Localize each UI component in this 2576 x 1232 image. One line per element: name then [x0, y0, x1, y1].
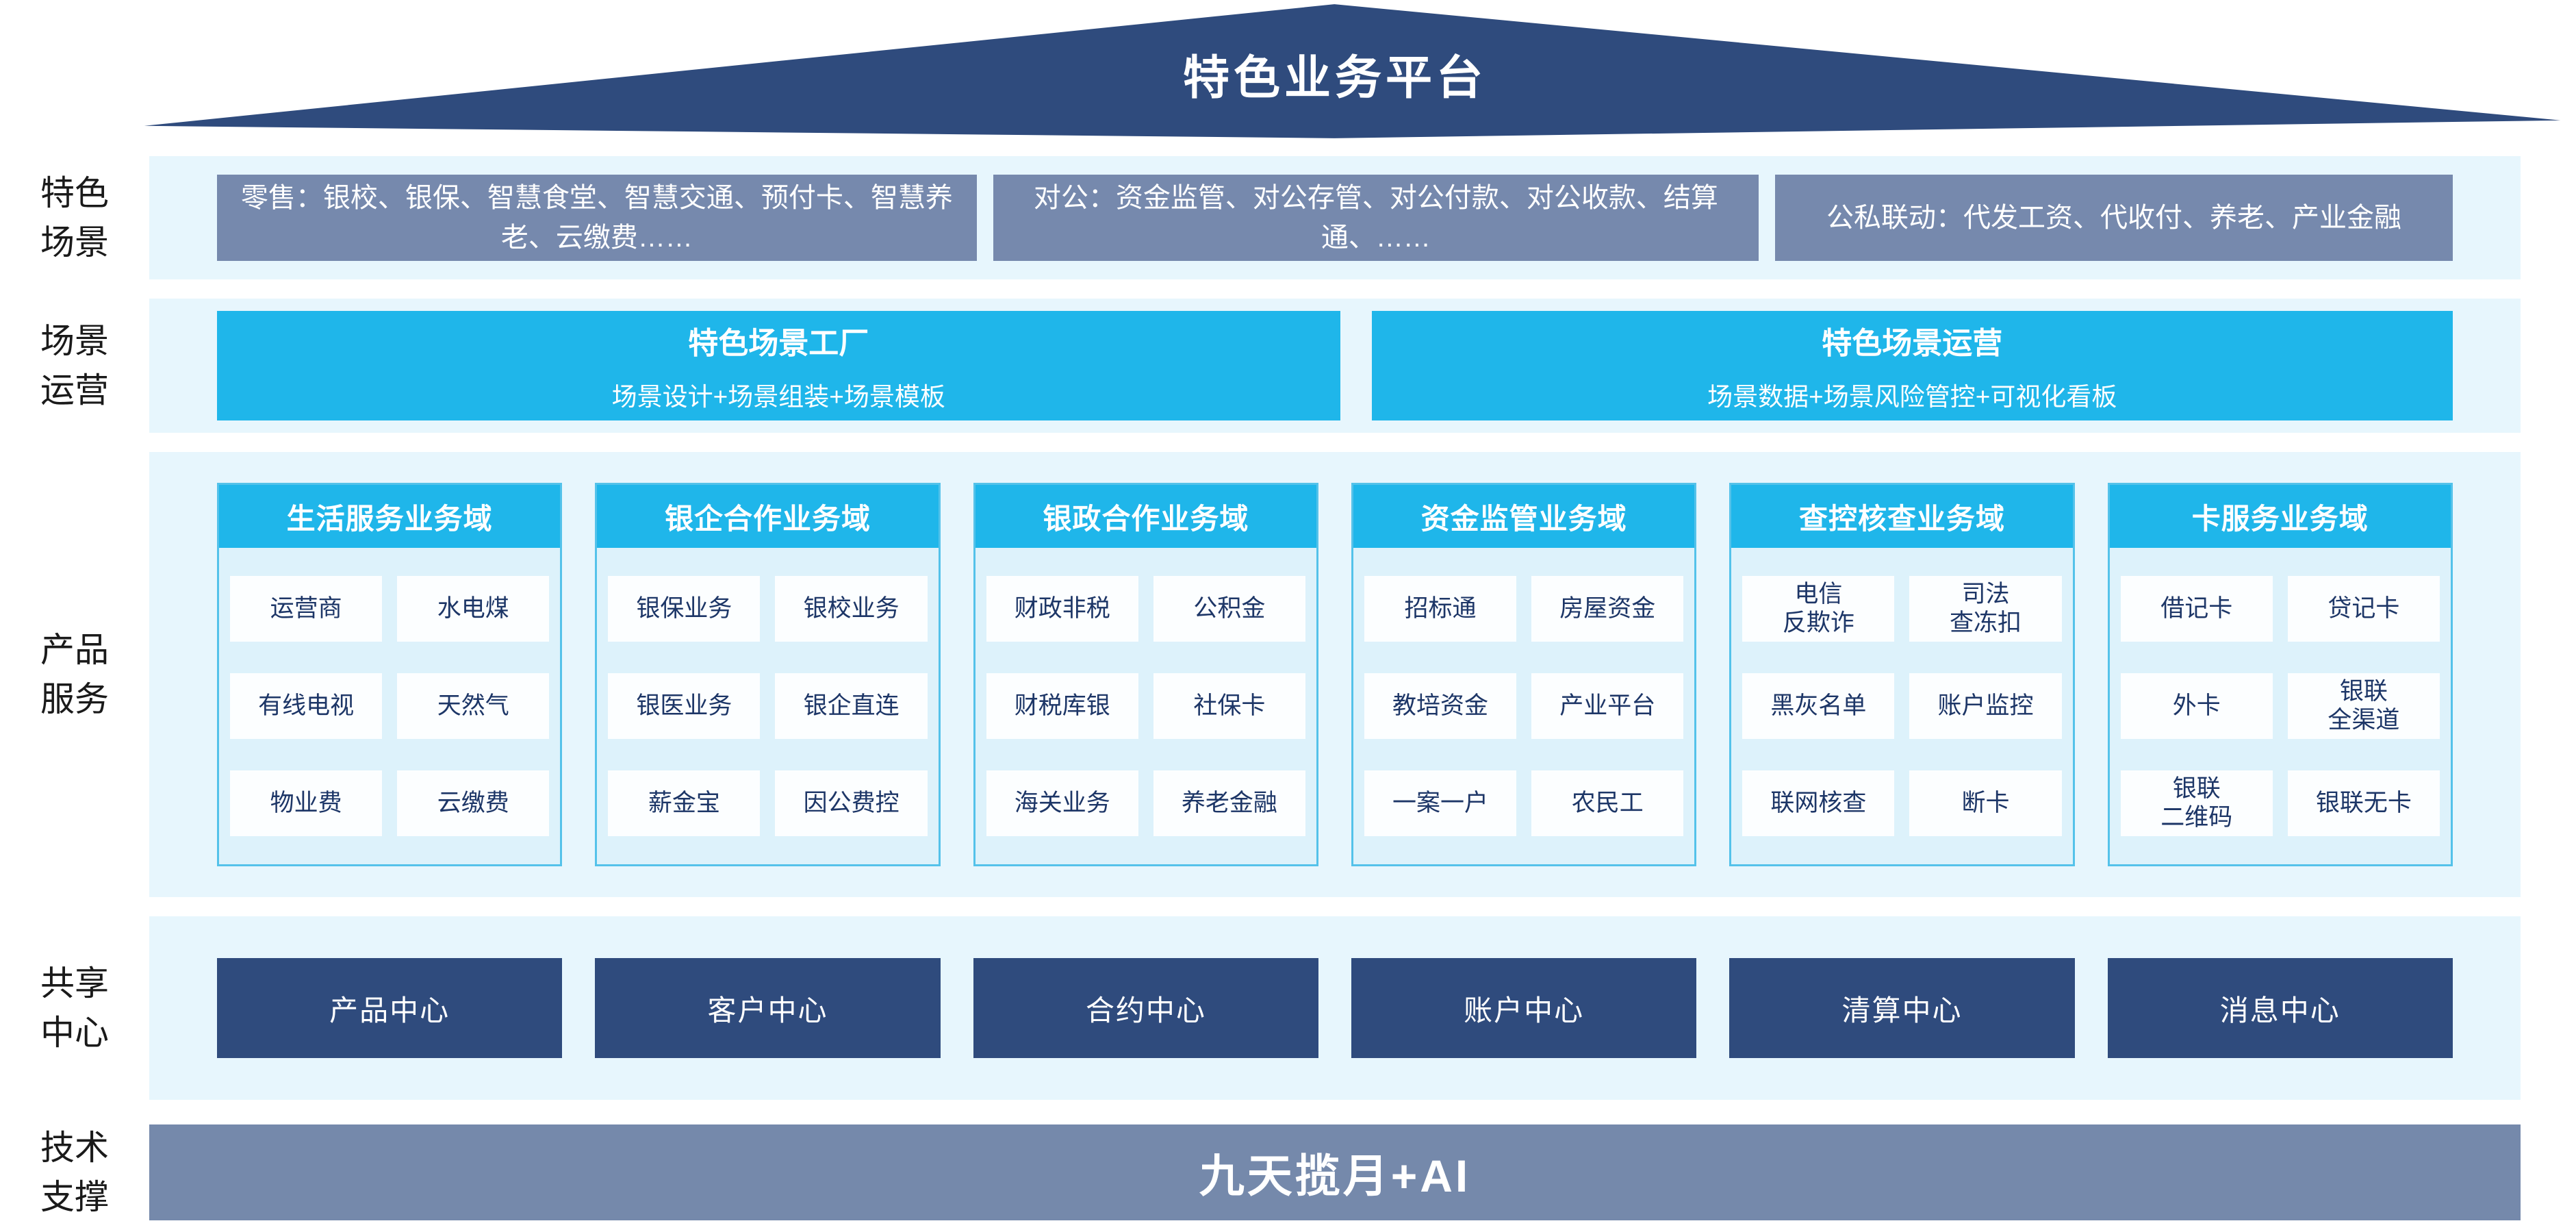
- domain-body: 银保业务 银校业务 银医业务 银企直连 薪金宝 因公费控: [597, 548, 938, 864]
- domain-header: 生活服务业务域: [219, 485, 561, 548]
- domain-body: 借记卡 贷记卡 外卡 银联 全渠道 银联 二维码 银联无卡: [2110, 548, 2451, 864]
- scene-box-retail: 零售：银校、银保、智慧食堂、智慧交通、预付卡、智慧养老、云缴费……: [217, 175, 977, 261]
- domain-item: 司法 查冻扣: [1909, 576, 2062, 642]
- domain-item: 财税库银: [986, 673, 1138, 739]
- scene-factory-box: 特色场景工厂 场景设计+场景组装+场景模板: [217, 311, 1340, 420]
- center-contract: 合约中心: [973, 958, 1318, 1058]
- domain-item: 电信 反欺诈: [1742, 576, 1895, 642]
- domain-item: 薪金宝: [608, 770, 761, 836]
- scene-box-linkage: 公私联动：代发工资、代收付、养老、产业金融: [1775, 175, 2453, 261]
- domain-item: 联网核查: [1742, 770, 1895, 836]
- domain-item: 银保业务: [608, 576, 761, 642]
- domain-item: 因公费控: [775, 770, 928, 836]
- domain-header: 卡服务业务域: [2109, 485, 2451, 548]
- row-label-operation: 场景 运营: [40, 321, 109, 410]
- domain-item: 一案一户: [1364, 770, 1517, 836]
- center-account: 账户中心: [1351, 958, 1697, 1058]
- row-label-tech: 技术 支撑: [40, 1128, 109, 1217]
- scene-factory-subtitle: 场景设计+场景组装+场景模板: [611, 383, 945, 411]
- scene-operation-subtitle: 场景数据+场景风险管控+可视化看板: [1707, 383, 2117, 411]
- domain-item: 社保卡: [1153, 673, 1305, 739]
- domain-item: 教培资金: [1364, 673, 1517, 739]
- domain-item: 外卡: [2120, 673, 2273, 739]
- domain-item: 银联 全渠道: [2287, 673, 2440, 739]
- domain-card-service: 卡服务业务域 借记卡 贷记卡 外卡 银联 全渠道 银联 二维码 银联无卡: [2107, 483, 2453, 866]
- domain-life-service: 生活服务业务域 运营商 水电煤 有线电视 天然气 物业费 云缴费: [217, 483, 563, 866]
- center-customer: 客户中心: [595, 958, 941, 1058]
- domain-bank-government: 银政合作业务域 财政非税 公积金 财税库银 社保卡 海关业务 养老金融: [973, 483, 1318, 866]
- domain-item: 农民工: [1531, 770, 1684, 836]
- domain-item: 银校业务: [775, 576, 928, 642]
- domain-item: 水电煤: [397, 576, 550, 642]
- product-band: 生活服务业务域 运营商 水电煤 有线电视 天然气 物业费 云缴费 银企合作业务域…: [149, 452, 2521, 897]
- center-message: 消息中心: [2107, 958, 2453, 1058]
- domain-inquiry-control: 查控核查业务域 电信 反欺诈 司法 查冻扣 黑灰名单 账户监控 联网核查 断卡: [1729, 483, 2075, 866]
- domain-item: 养老金融: [1153, 770, 1305, 836]
- scene-factory-title: 特色场景工厂: [688, 327, 869, 360]
- domain-body: 运营商 水电煤 有线电视 天然气 物业费 云缴费: [219, 548, 560, 864]
- domain-body: 财政非税 公积金 财税库银 社保卡 海关业务 养老金融: [975, 548, 1316, 864]
- scene-operation-title: 特色场景运营: [1822, 327, 2003, 360]
- domain-item: 招标通: [1364, 576, 1517, 642]
- scene-box-corporate: 对公：资金监管、对公存管、对公付款、对公收款、结算通、……: [993, 175, 1759, 261]
- domain-item: 物业费: [230, 770, 383, 836]
- domain-item: 银企直连: [775, 673, 928, 739]
- domain-item: 断卡: [1909, 770, 2062, 836]
- domain-item: 云缴费: [397, 770, 550, 836]
- tech-support-bar: 九天揽月+AI: [149, 1124, 2521, 1220]
- center-product: 产品中心: [217, 958, 563, 1058]
- domain-item: 海关业务: [986, 770, 1138, 836]
- domain-item: 借记卡: [2120, 576, 2273, 642]
- domain-header: 银政合作业务域: [975, 485, 1316, 548]
- operation-band: 特色场景工厂 场景设计+场景组装+场景模板 特色场景运营 场景数据+场景风险管控…: [149, 299, 2521, 433]
- domain-item: 天然气: [397, 673, 550, 739]
- domain-item: 账户监控: [1909, 673, 2062, 739]
- domain-item: 产业平台: [1531, 673, 1684, 739]
- domain-header: 银企合作业务域: [597, 485, 939, 548]
- domain-body: 招标通 房屋资金 教培资金 产业平台 一案一户 农民工: [1353, 548, 1694, 864]
- domain-item: 银联无卡: [2287, 770, 2440, 836]
- domain-item: 运营商: [230, 576, 383, 642]
- row-label-center: 共享 中心: [40, 964, 109, 1053]
- row-label-product: 产品 服务: [40, 630, 109, 719]
- domain-header: 资金监管业务域: [1353, 485, 1695, 548]
- diagram-title: 特色业务平台: [1182, 52, 1487, 104]
- domain-header: 查控核查业务域: [1731, 485, 2073, 548]
- domain-item: 贷记卡: [2287, 576, 2440, 642]
- shared-center-band: 产品中心 客户中心 合约中心 账户中心 清算中心 消息中心: [149, 916, 2521, 1100]
- domain-item: 房屋资金: [1531, 576, 1684, 642]
- domain-fund-supervision: 资金监管业务域 招标通 房屋资金 教培资金 产业平台 一案一户 农民工: [1351, 483, 1697, 866]
- domain-item: 黑灰名单: [1742, 673, 1895, 739]
- domain-item: 银医业务: [608, 673, 761, 739]
- domain-item: 银联 二维码: [2120, 770, 2273, 836]
- domain-bank-enterprise: 银企合作业务域 银保业务 银校业务 银医业务 银企直连 薪金宝 因公费控: [595, 483, 941, 866]
- domain-item: 有线电视: [230, 673, 383, 739]
- domain-item: 财政非税: [986, 576, 1138, 642]
- domain-item: 公积金: [1153, 576, 1305, 642]
- scene-operation-box: 特色场景运营 场景数据+场景风险管控+可视化看板: [1371, 311, 2453, 420]
- center-clearing: 清算中心: [1729, 958, 2075, 1058]
- row-label-scene: 特色 场景: [40, 173, 109, 262]
- scene-band: 零售：银校、银保、智慧食堂、智慧交通、预付卡、智慧养老、云缴费…… 对公：资金监…: [149, 156, 2521, 279]
- domain-body: 电信 反欺诈 司法 查冻扣 黑灰名单 账户监控 联网核查 断卡: [1731, 548, 2072, 864]
